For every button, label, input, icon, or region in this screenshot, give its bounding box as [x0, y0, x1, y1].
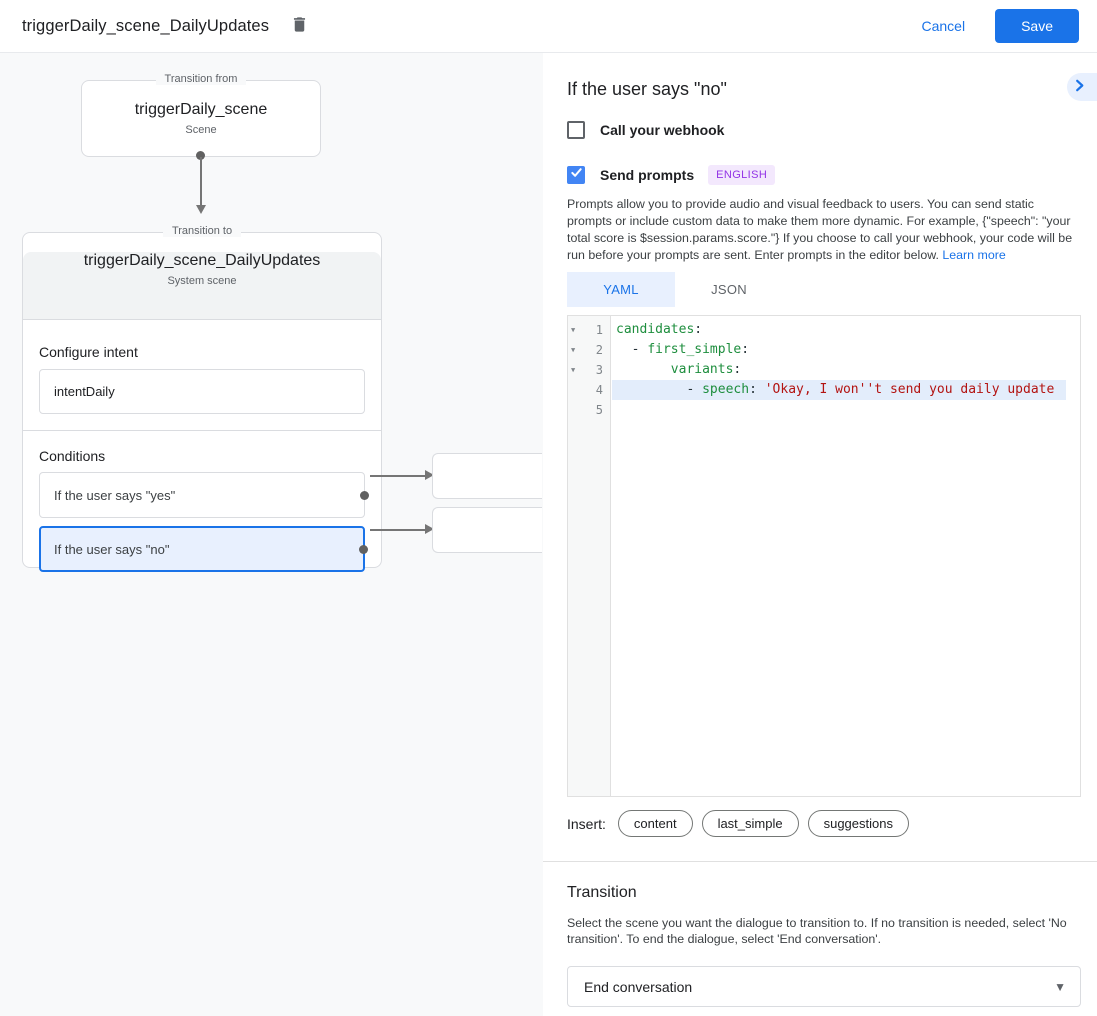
insert-chip-suggestions[interactable]: suggestions [807, 810, 909, 837]
fold-arrow-icon[interactable]: ▼ [571, 326, 576, 334]
transition-dropdown[interactable]: End conversation ▼ [567, 966, 1081, 1007]
condition-yes-arrowhead-icon [425, 470, 434, 480]
save-button[interactable]: Save [995, 9, 1079, 43]
editor-line-2[interactable]: ▼2 - first_simple: [568, 340, 1080, 360]
connector-arrowhead-icon [195, 205, 206, 214]
transition-description: Select the scene you want the dialogue t… [567, 916, 1067, 946]
checkmark-icon [570, 166, 583, 184]
connector-dot [196, 151, 205, 160]
line-number: ▼1 [568, 320, 612, 340]
insert-row: Insert: content last_simple suggestions [567, 810, 918, 837]
condition-connector-dot [360, 490, 369, 500]
language-badge: ENGLISH [708, 165, 776, 185]
line-number: 5 [595, 403, 603, 417]
configure-intent-section: Configure intent intentDaily [23, 320, 381, 431]
line-number: ▼2 [568, 340, 612, 360]
code-text: variants: [670, 362, 742, 377]
webhook-row: Call your webhook [567, 121, 724, 139]
delete-button[interactable] [285, 12, 313, 40]
to-scene-header[interactable]: triggerDaily_scene_DailyUpdates System s… [23, 252, 381, 320]
editor-format-tabs: YAML JSON [567, 272, 783, 307]
transition-from-legend: Transition from [82, 73, 320, 85]
insert-label: Insert: [567, 815, 606, 832]
dropdown-caret-icon: ▼ [1054, 979, 1066, 994]
cancel-button[interactable]: Cancel [921, 18, 966, 34]
code-text: - first_simple: [616, 342, 750, 357]
top-bar: triggerDaily_scene_DailyUpdates Cancel S… [0, 0, 1097, 53]
insert-chip-content[interactable]: content [617, 810, 693, 837]
condition-label: If the user says "no" [54, 541, 170, 557]
page-title: triggerDaily_scene_DailyUpdates [22, 16, 270, 35]
line-number: 4 [595, 383, 603, 397]
transition-from-node[interactable]: Transition from triggerDaily_scene Scene [81, 73, 321, 157]
intent-field[interactable]: intentDaily [39, 369, 365, 414]
scene-flow-canvas: Transition from triggerDaily_scene Scene… [0, 53, 543, 1016]
to-scene-name: triggerDaily_scene_DailyUpdates [83, 252, 321, 269]
from-scene-name: triggerDaily_scene [134, 101, 268, 118]
chevron-right-icon [1073, 79, 1086, 95]
trash-icon [290, 15, 309, 37]
panel-title: If the user says "no" [567, 79, 727, 99]
configure-intent-label: Configure intent [39, 344, 138, 360]
prompts-description: Prompts allow you to provide audio and v… [567, 197, 1073, 262]
condition-connector-dot [359, 544, 368, 554]
condition-no-connector-line [370, 529, 426, 531]
send-prompts-checkbox[interactable] [567, 166, 585, 184]
to-scene-type: System scene [167, 275, 237, 287]
condition-no-arrowhead-icon [425, 524, 434, 534]
webhook-label: Call your webhook [600, 122, 725, 138]
panel-divider [543, 861, 1097, 862]
transition-dropdown-value: End conversation [584, 978, 693, 995]
condition-no-target-node[interactable] [432, 507, 542, 553]
code-text [612, 400, 1080, 420]
fold-arrow-icon[interactable]: ▼ [571, 366, 576, 374]
connector-line [200, 157, 202, 205]
condition-item-1[interactable]: If the user says "no" [39, 526, 368, 572]
tab-json[interactable]: JSON [711, 282, 747, 297]
code-text: - speech: 'Okay, I won''t send you daily… [612, 380, 1080, 400]
conditions-section: Conditions If the user says "yes"If the … [23, 431, 381, 572]
fold-arrow-icon[interactable]: ▼ [571, 346, 576, 354]
webhook-checkbox[interactable] [567, 121, 585, 139]
tab-yaml[interactable]: YAML [567, 272, 675, 307]
editor-line-4[interactable]: 4 - speech: 'Okay, I won''t send you dai… [568, 380, 1080, 400]
condition-item-0[interactable]: If the user says "yes" [39, 472, 369, 518]
learn-more-link[interactable]: Learn more [942, 248, 1006, 262]
send-prompts-row: Send prompts ENGLISH [567, 165, 776, 185]
transition-to-legend: Transition to [23, 225, 381, 237]
editor-line-1[interactable]: ▼1 candidates: [568, 320, 1080, 340]
line-number: ▼3 [568, 360, 612, 380]
collapse-panel-button[interactable] [1067, 73, 1097, 101]
code-text: candidates: [616, 322, 703, 337]
editor-line-5[interactable]: 5 [568, 400, 1080, 420]
condition-label: If the user says "yes" [54, 487, 176, 503]
from-scene-type: Scene [185, 124, 217, 136]
transition-to-node: Transition to triggerDaily_scene_DailyUp… [22, 225, 382, 572]
condition-yes-connector-line [370, 475, 426, 477]
editor-line-3[interactable]: ▼3 variants: [568, 360, 1080, 380]
send-prompts-label: Send prompts [600, 167, 695, 183]
condition-yes-target-node[interactable] [432, 453, 542, 499]
editor-gutter [568, 316, 611, 796]
insert-chip-last_simple[interactable]: last_simple [701, 810, 799, 837]
condition-detail-panel: If the user says "no" Call your webhook … [543, 53, 1097, 1016]
conditions-label: Conditions [39, 448, 106, 464]
conditions-list: If the user says "yes" If the user says "… [39, 472, 369, 572]
transition-section-title: Transition [567, 884, 637, 901]
insert-chips: content last_simple suggestions [617, 810, 918, 837]
